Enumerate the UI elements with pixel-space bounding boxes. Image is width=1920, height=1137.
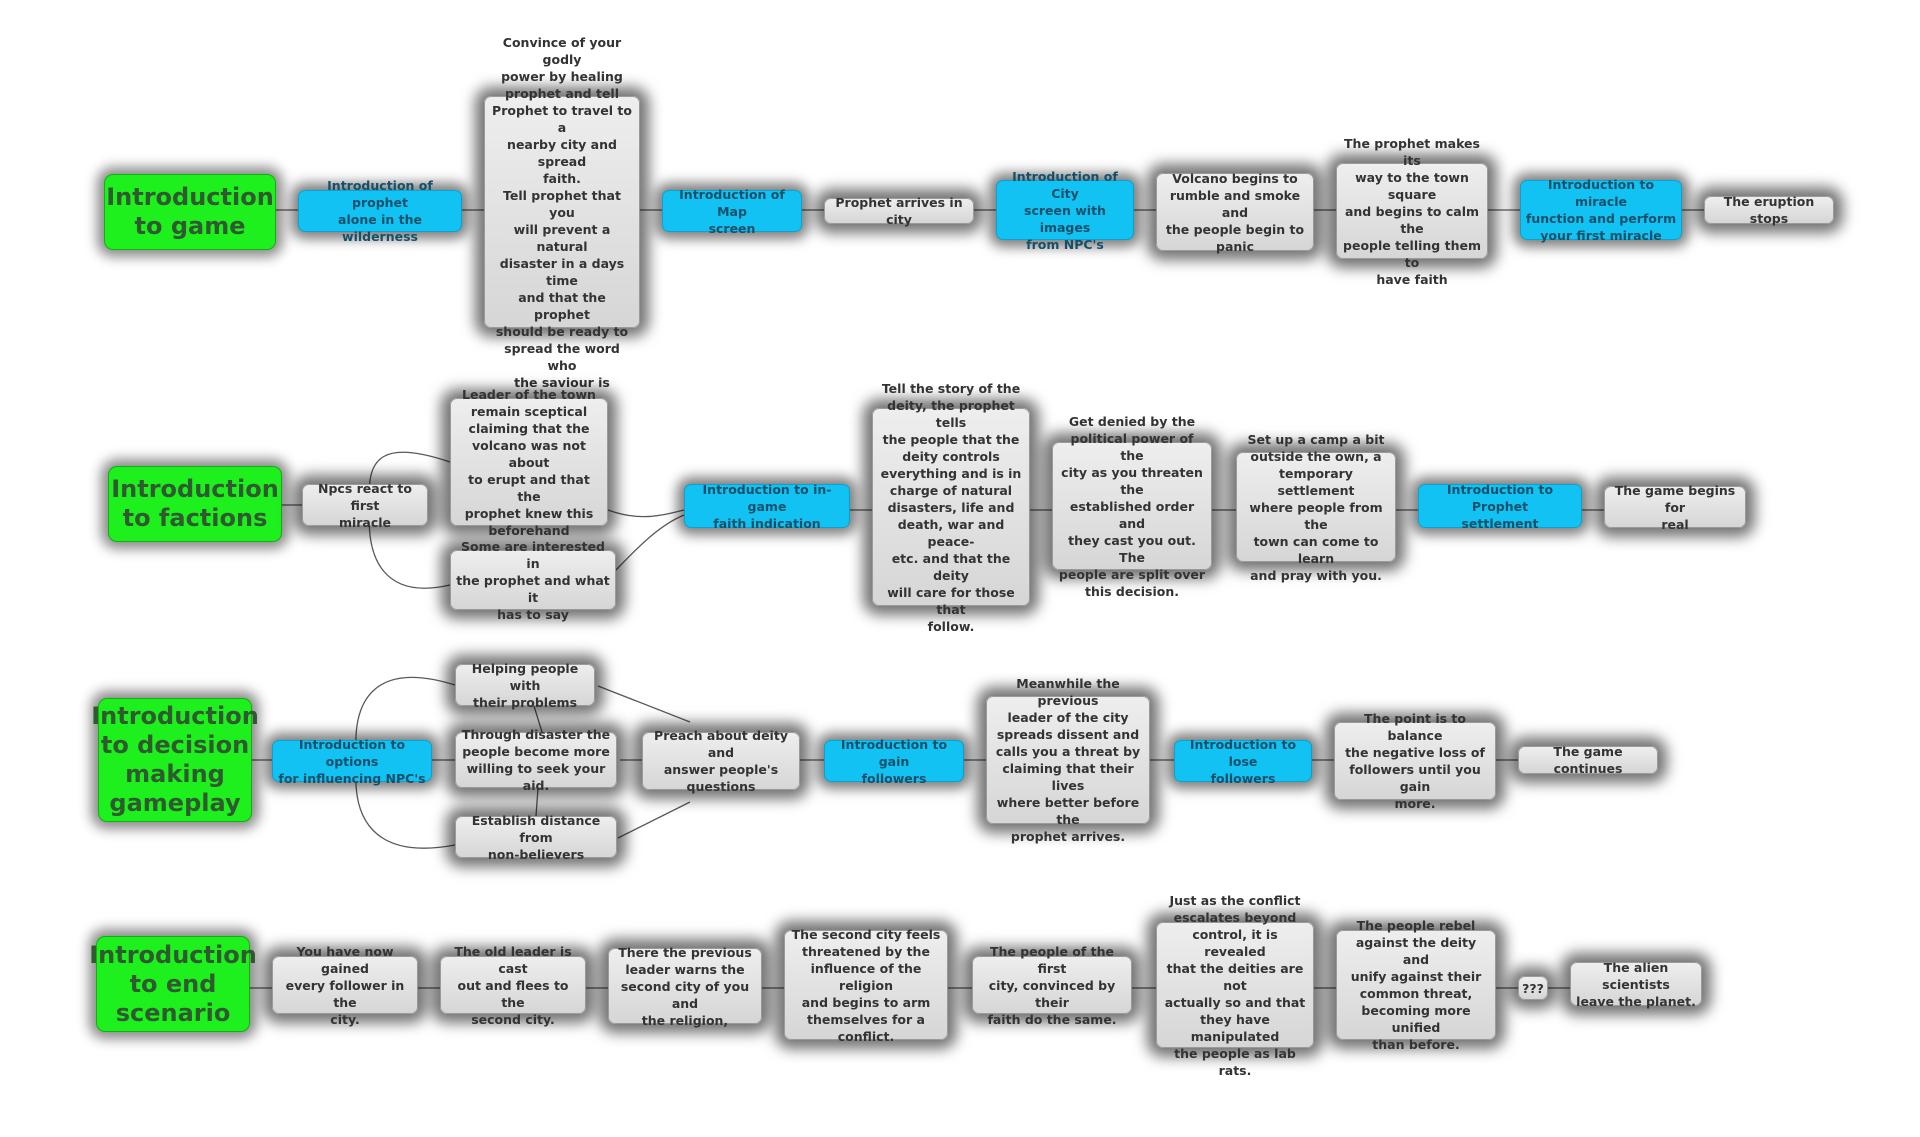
node-prophet-wilderness[interactable]: Introduction of prophet alone in the wil… bbox=[298, 178, 462, 244]
node-question-marks[interactable]: ??? bbox=[1518, 976, 1548, 1000]
node-prophet-town-square[interactable]: The prophet makes its way to the town sq… bbox=[1336, 136, 1488, 287]
node-faith-indication[interactable]: Introduction to in-game faith indication bbox=[684, 482, 850, 531]
node-old-leader-cast-out[interactable]: The old leader is cast out and flees to … bbox=[440, 944, 586, 1027]
node-leader-sceptical[interactable]: Leader of the town remain sceptical clai… bbox=[450, 387, 608, 538]
node-city-screen[interactable]: Introduction of City screen with images … bbox=[996, 169, 1134, 252]
node-volcano-rumble[interactable]: Volcano begins to rumble and smoke and t… bbox=[1156, 171, 1314, 254]
node-convince-godly-power[interactable]: Convince of your godly power by healing … bbox=[484, 35, 640, 390]
node-balance-loss[interactable]: The point is to balance the negative los… bbox=[1334, 711, 1496, 811]
node-first-city-same[interactable]: The people of the first city, convinced … bbox=[972, 944, 1132, 1027]
node-alien-scientists-leave[interactable]: The alien scientists leave the planet. bbox=[1570, 960, 1702, 1009]
node-game-continues[interactable]: The game continues bbox=[1518, 744, 1658, 776]
node-some-interested[interactable]: Some are interested in the prophet and w… bbox=[450, 539, 616, 622]
node-prophet-arrives[interactable]: Prophet arrives in city bbox=[824, 195, 974, 227]
node-story-of-deity[interactable]: Tell the story of the deity, the prophet… bbox=[872, 381, 1030, 634]
node-miracle-function[interactable]: Introduction to miracle function and per… bbox=[1520, 177, 1682, 243]
node-eruption-stops[interactable]: The eruption stops bbox=[1704, 194, 1834, 226]
node-npcs-react[interactable]: Npcs react to first miracle bbox=[302, 481, 428, 530]
node-denied-political-power[interactable]: Get denied by the political power of the… bbox=[1052, 414, 1212, 599]
node-previous-leader-warns[interactable]: There the previous leader warns the seco… bbox=[608, 945, 762, 1028]
node-game-begins[interactable]: The game begins for real bbox=[1604, 483, 1746, 532]
node-helping-people[interactable]: Helping people with their problems bbox=[455, 661, 595, 710]
node-through-disaster[interactable]: Through disaster the people become more … bbox=[455, 727, 617, 793]
root-introduction-to-factions[interactable]: Introduction to factions bbox=[108, 466, 282, 542]
node-previous-leader-dissent[interactable]: Meanwhile the previous leader of the cit… bbox=[986, 676, 1150, 844]
node-conflict-escalates[interactable]: Just as the conflict escalates beyond co… bbox=[1156, 893, 1314, 1078]
node-map-screen[interactable]: Introduction of Map screen bbox=[662, 187, 802, 236]
root-introduction-to-end-scenario[interactable]: Introduction to end scenario bbox=[89, 936, 257, 1032]
node-prophet-settlement[interactable]: Introduction to Prophet settlement bbox=[1418, 482, 1582, 531]
node-establish-distance[interactable]: Establish distance from non-believers bbox=[455, 813, 617, 862]
root-introduction-to-decision-making[interactable]: Introduction to decision making gameplay bbox=[91, 698, 259, 822]
node-lose-followers[interactable]: Introduction to lose followers bbox=[1174, 737, 1312, 786]
node-set-up-camp[interactable]: Set up a camp a bit outside the own, a t… bbox=[1236, 432, 1396, 583]
node-second-city-threatened[interactable]: The second city feels threatened by the … bbox=[784, 927, 948, 1044]
node-options-influencing[interactable]: Introduction to options for influencing … bbox=[272, 737, 432, 786]
node-gained-every-follower[interactable]: You have now gained every follower in th… bbox=[272, 944, 418, 1027]
root-introduction-to-game[interactable]: Introduction to game bbox=[104, 174, 276, 250]
node-preach-about-deity[interactable]: Preach about deity and answer people's q… bbox=[642, 728, 800, 794]
node-people-rebel[interactable]: The people rebel against the deity and u… bbox=[1336, 918, 1496, 1052]
node-gain-followers[interactable]: Introduction to gain followers bbox=[824, 737, 964, 786]
